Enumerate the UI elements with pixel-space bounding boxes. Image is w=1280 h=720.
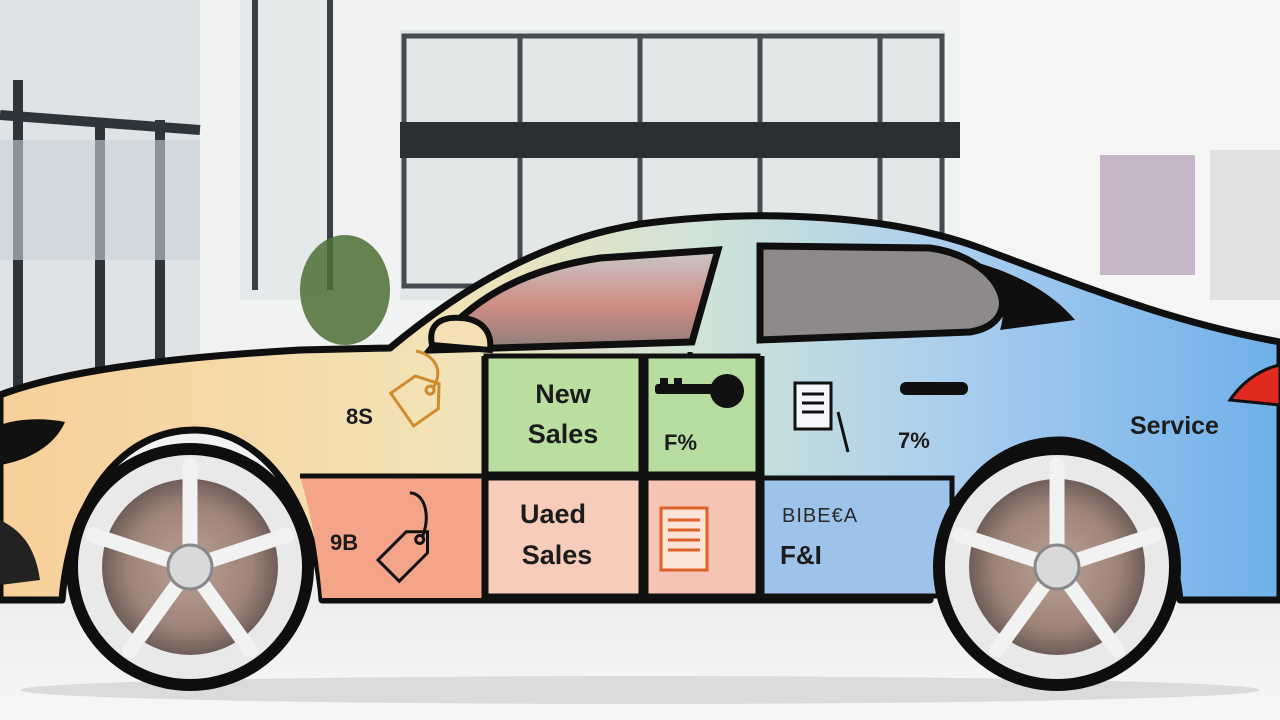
price-tag-icon	[388, 349, 441, 429]
document-icon	[659, 506, 709, 572]
fni-faint-text: BIBE€A	[782, 505, 859, 527]
parts-percent: F%	[664, 430, 697, 455]
price-tag-icon	[375, 491, 429, 584]
fni-panel	[759, 475, 955, 599]
new-sales-panel	[483, 353, 644, 477]
new-sales-label-line1: New	[535, 379, 591, 409]
car-lower-body	[300, 476, 485, 598]
service-label: Service	[1130, 412, 1219, 440]
side-mirror	[428, 314, 494, 354]
front-wheel	[66, 443, 314, 691]
rear-wheel	[933, 443, 1181, 691]
document-icon	[793, 381, 850, 453]
used-sales-label-line2: Sales	[521, 540, 593, 570]
segment-grid	[300, 352, 955, 599]
headlight	[0, 419, 65, 465]
used-sales-metric: 9B	[330, 530, 359, 555]
key-icon	[655, 374, 744, 408]
new-sales-metric: 8S	[346, 404, 373, 429]
parts-panel	[643, 353, 761, 477]
used-sales-label-line1: Uaed	[519, 499, 587, 529]
service-percent: 7%	[898, 428, 930, 453]
door-handle	[900, 382, 968, 395]
new-sales-label-line2: Sales	[527, 419, 599, 449]
fni-label: F&I	[780, 540, 822, 570]
